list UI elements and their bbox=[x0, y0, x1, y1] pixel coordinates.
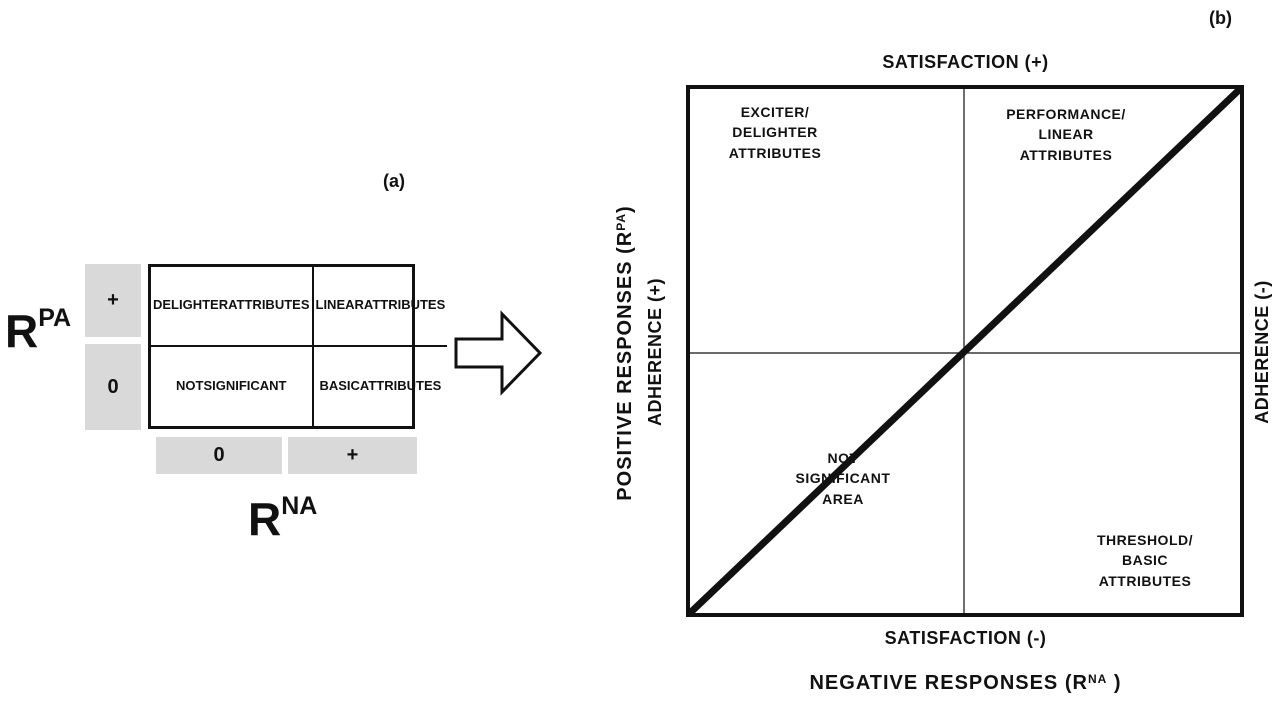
quadrant-line: BASIC bbox=[1121, 552, 1169, 569]
row-header-zero: 0 bbox=[85, 344, 141, 430]
y-axis-base: POSITIVE RESPONSES (R bbox=[614, 230, 636, 501]
panel-a-label: (a) bbox=[383, 171, 405, 191]
quadrant-line: NOT bbox=[827, 450, 859, 466]
row-axis-label: RPA bbox=[5, 305, 71, 357]
quadrant-line: ATTRIBUTES bbox=[1019, 146, 1113, 163]
row-header-plus: + bbox=[85, 264, 141, 337]
y-axis-sup: PA bbox=[614, 212, 628, 231]
satisfaction-plus-label: SATISFACTION (+) bbox=[882, 52, 1049, 72]
quadrant-performance: PERFORMANCE/ LINEAR ATTRIBUTES bbox=[976, 104, 1156, 165]
row-axis-base: R bbox=[5, 305, 39, 357]
quadrant-line: AREA bbox=[822, 490, 864, 507]
quadrant-line: PERFORMANCE/ bbox=[1006, 106, 1126, 122]
kano-quadrant-chart bbox=[686, 85, 1244, 617]
cell-line: SIGNIFICANT bbox=[203, 377, 287, 393]
cell-line: BASIC bbox=[319, 377, 360, 393]
quadrant-line: ATTRIBUTES bbox=[728, 144, 822, 161]
adherence-minus-label: ADHERENCE (-) bbox=[1252, 280, 1272, 424]
x-axis-end: ) bbox=[1107, 672, 1122, 694]
matrix-cell-linear: LINEAR ATTRIBUTES bbox=[313, 267, 448, 347]
arrow-shape bbox=[454, 310, 543, 396]
right-arrow-icon bbox=[454, 310, 543, 396]
quadrant-threshold: THRESHOLD/ BASIC ATTRIBUTES bbox=[1070, 530, 1220, 591]
matrix-cell-not-significant: NOT SIGNIFICANT bbox=[151, 346, 314, 426]
quadrant-line: ATTRIBUTES bbox=[1098, 572, 1192, 589]
quadrant-line: EXCITER/ bbox=[740, 104, 810, 120]
cell-line: NOT bbox=[175, 377, 204, 393]
adherence-plus-label: ADHERENCE (+) bbox=[645, 278, 665, 427]
attribute-matrix: DELIGHTER ATTRIBUTES LINEAR ATTRIBUTES N… bbox=[148, 264, 448, 429]
matrix-cell-delighter: DELIGHTER ATTRIBUTES bbox=[151, 267, 314, 347]
quadrant-line: LINEAR bbox=[1038, 126, 1094, 143]
col-header-plus: + bbox=[288, 437, 417, 474]
cell-line: ATTRIBUTES bbox=[363, 297, 446, 313]
cell-line: DELIGHTER bbox=[153, 297, 229, 313]
cell-line: ATTRIBUTES bbox=[359, 377, 442, 393]
cell-line: ATTRIBUTES bbox=[228, 297, 310, 313]
col-axis-base: R bbox=[248, 493, 282, 545]
positive-responses-label: POSITIVE RESPONSES (RPA) bbox=[614, 183, 640, 523]
quadrant-line: DELIGHTER bbox=[732, 124, 818, 141]
quadrant-line: SIGNIFICANT bbox=[795, 470, 891, 487]
x-axis-base: NEGATIVE RESPONSES (R bbox=[809, 672, 1088, 694]
satisfaction-minus-label: SATISFACTION (-) bbox=[884, 628, 1047, 648]
quadrant-line: THRESHOLD/ bbox=[1097, 532, 1193, 548]
matrix-cell-basic: BASIC ATTRIBUTES bbox=[314, 347, 448, 427]
chart-frame bbox=[686, 85, 1244, 617]
cell-line: LINEAR bbox=[315, 297, 364, 313]
quadrant-exciter: EXCITER/ DELIGHTER ATTRIBUTES bbox=[700, 102, 850, 163]
col-axis-sup: NA bbox=[281, 492, 318, 520]
x-axis-sup: NA bbox=[1087, 672, 1108, 686]
row-axis-sup: PA bbox=[38, 304, 72, 332]
panel-b-label: (b) bbox=[1209, 8, 1232, 28]
col-header-zero: 0 bbox=[156, 437, 282, 474]
quadrant-not-significant: NOT SIGNIFICANT AREA bbox=[768, 448, 918, 509]
col-axis-label: RNA bbox=[248, 493, 317, 545]
diagonal-line bbox=[687, 86, 1243, 616]
y-axis-end: ) bbox=[614, 205, 636, 213]
negative-responses-label: NEGATIVE RESPONSES (RNA ) bbox=[688, 672, 1243, 695]
